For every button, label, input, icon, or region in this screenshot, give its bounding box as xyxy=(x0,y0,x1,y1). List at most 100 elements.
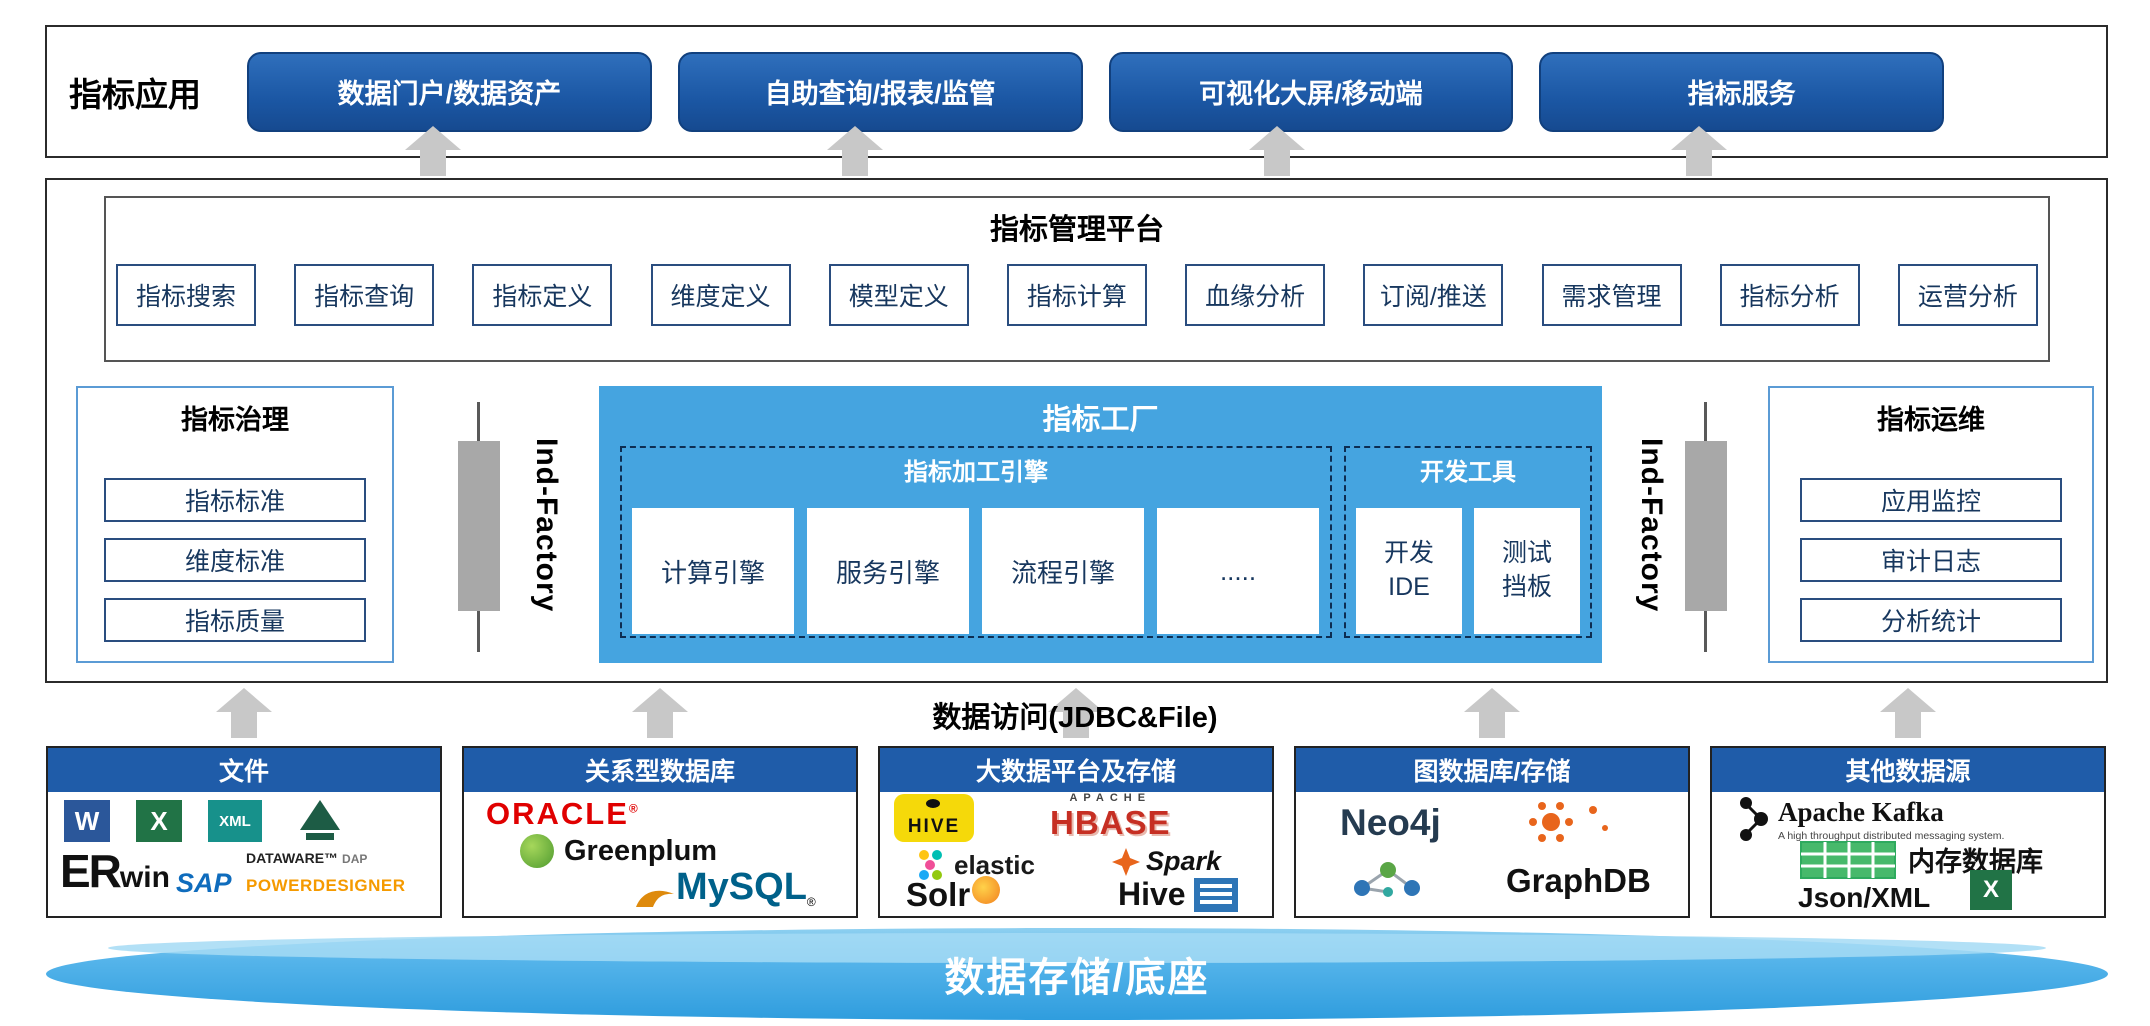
platform-module: 指标搜索 xyxy=(116,264,256,326)
erwin-win-text: win xyxy=(119,861,170,894)
devtools-cell-line: IDE xyxy=(1388,573,1430,601)
orange-cluster-icon xyxy=(1521,796,1617,851)
devtools-items-row: 开发 IDE 测试 挡板 xyxy=(1356,508,1580,634)
engine-cell: 服务引擎 xyxy=(807,508,969,634)
up-arrow-icon xyxy=(1671,126,1727,176)
right-connector-bar xyxy=(1685,441,1727,611)
devtools-group-box xyxy=(1344,446,1592,638)
jsonxml-text: Json/XML xyxy=(1798,882,1931,913)
devtools-cell-line: 挡板 xyxy=(1501,573,1552,601)
card-title: 其他数据源 xyxy=(1712,748,2104,792)
governance-items: 指标标准 维度标准 指标质量 xyxy=(104,478,366,658)
solr-sun-icon xyxy=(972,876,1001,904)
oracle-logo: ORACLE® xyxy=(486,796,640,832)
kafka-icon xyxy=(1740,797,1768,841)
platform-module: 指标查询 xyxy=(294,264,435,326)
datasource-card-relational: 关系型数据库 ORACLE® Greenplum MySQL® xyxy=(462,746,858,918)
ops-item: 分析统计 xyxy=(1800,598,2062,642)
excel-icon: X xyxy=(1970,870,2012,910)
ind-factory-label-right: Ind-Factory xyxy=(1635,438,1668,613)
ops-item: 应用监控 xyxy=(1800,478,2062,522)
devtools-cell-line: 开发 xyxy=(1383,539,1434,568)
greenplum-logo: Greenplum xyxy=(520,834,717,868)
elastic-cluster-icon xyxy=(919,850,942,880)
app-section: 指标应用 数据门户/数据资产 自助查询/报表/监管 可视化大屏/移动端 指标服务 xyxy=(45,25,2108,158)
factory-title: 指标工厂 xyxy=(1042,404,1159,436)
up-arrow-icon xyxy=(827,126,883,176)
elastic-text: elastic xyxy=(954,849,1035,880)
ind-factory-label-left: Ind-Factory xyxy=(530,438,563,613)
hive-logo: HIVE xyxy=(894,794,974,842)
up-arrow-icon xyxy=(1249,126,1305,176)
storage-label: 数据存储/底座 xyxy=(944,956,1210,1000)
powerdesigner-logo: POWERDESIGNER xyxy=(246,876,406,895)
governance-title: 指标治理 xyxy=(181,405,289,435)
engine-items-row: 计算引擎 服务引擎 流程引擎 ..... xyxy=(632,508,1319,634)
erwin-er-text: ER xyxy=(60,845,122,897)
datasource-card-graph: 图数据库/存储 Neo4j xyxy=(1294,746,1690,918)
app-buttons-row: 数据门户/数据资产 自助查询/报表/监管 可视化大屏/移动端 指标服务 xyxy=(247,51,1944,132)
datasource-card-bigdata: 大数据平台及存储 HIVE APACHE HBASE elastic Sp xyxy=(878,746,1274,918)
document-icon xyxy=(1193,877,1238,912)
sap-logo: SAP xyxy=(176,868,232,898)
up-arrow-icon xyxy=(1464,688,1520,738)
registered-mark: ® xyxy=(806,895,816,909)
erwin-logo: ERwin xyxy=(60,844,170,898)
green-pyramid-icon xyxy=(298,800,342,842)
card-title: 大数据平台及存储 xyxy=(880,748,1272,792)
platform-module: 模型定义 xyxy=(828,264,969,326)
app-button-selfservice-query: 自助查询/报表/监管 xyxy=(677,51,1083,132)
excel-icon: X xyxy=(136,800,182,842)
spark-logo: Spark xyxy=(1112,846,1221,877)
engine-group-title: 指标加工引擎 xyxy=(904,459,1048,486)
storage-disk-rim xyxy=(107,933,2047,963)
storage-base: 数据存储/底座 xyxy=(46,928,2108,1020)
governance-item: 指标质量 xyxy=(104,598,366,642)
up-arrow-icon xyxy=(632,688,688,738)
hbase-text: HBASE xyxy=(1050,804,1171,841)
up-arrow-icon xyxy=(216,688,272,738)
devtools-cell: 测试 挡板 xyxy=(1474,508,1580,634)
platform-module: 需求管理 xyxy=(1541,264,1682,326)
platform-modules-row: 指标搜索 指标查询 指标定义 维度定义 模型定义 指标计算 血缘分析 订阅/推送… xyxy=(116,264,2038,326)
engine-group-box xyxy=(620,446,1332,638)
mysql-text: MySQL xyxy=(676,866,807,908)
spark-text: Spark xyxy=(1146,846,1222,876)
graphdb-logo: GraphDB xyxy=(1506,862,1651,899)
engine-cell: 计算引擎 xyxy=(632,508,794,634)
platform-module: 指标定义 xyxy=(472,264,613,326)
governance-item: 指标标准 xyxy=(104,478,366,522)
left-connector-bar xyxy=(458,441,500,611)
xml-icon: XML xyxy=(208,800,262,842)
registered-mark: ® xyxy=(628,801,640,816)
platform-title: 指标管理平台 xyxy=(989,214,1164,246)
card-title: 图数据库/存储 xyxy=(1296,748,1688,792)
up-arrow-icon xyxy=(405,126,461,176)
greenplum-icon xyxy=(520,834,554,868)
ops-items: 应用监控 审计日志 分析统计 xyxy=(1800,478,2062,658)
platform-module: 订阅/推送 xyxy=(1363,264,1504,326)
ops-title: 指标运维 xyxy=(1877,405,1985,435)
platform-module: 指标分析 xyxy=(1719,264,1860,326)
elastic-logo: elastic xyxy=(914,848,1035,882)
bee-icon xyxy=(926,799,940,808)
datasource-card-other: 其他数据源 Apache Kafka A high throughput dis… xyxy=(1710,746,2106,918)
kafka-text: Apache Kafka xyxy=(1778,796,1944,827)
dataware-suffix: DAP xyxy=(342,852,368,866)
word-icon: W xyxy=(64,800,110,842)
devtools-group-title: 开发工具 xyxy=(1420,459,1516,486)
governance-item: 维度标准 xyxy=(104,538,366,582)
engine-cell: ..... xyxy=(1157,508,1319,634)
hive-caps-text: HIVE xyxy=(907,816,961,837)
ops-item: 审计日志 xyxy=(1800,538,2062,582)
dataware-text: DATAWARE™ xyxy=(246,850,339,866)
app-button-data-portal: 数据门户/数据资产 xyxy=(247,51,652,132)
solr-logo: Solr xyxy=(906,876,1001,914)
app-section-label: 指标应用 xyxy=(69,75,201,113)
table-grid-icon xyxy=(1800,840,1896,879)
neo4j-logo: Neo4j xyxy=(1340,802,1441,843)
hbase-logo: APACHE HBASE xyxy=(1050,792,1171,842)
solr-text: Solr xyxy=(906,876,971,913)
